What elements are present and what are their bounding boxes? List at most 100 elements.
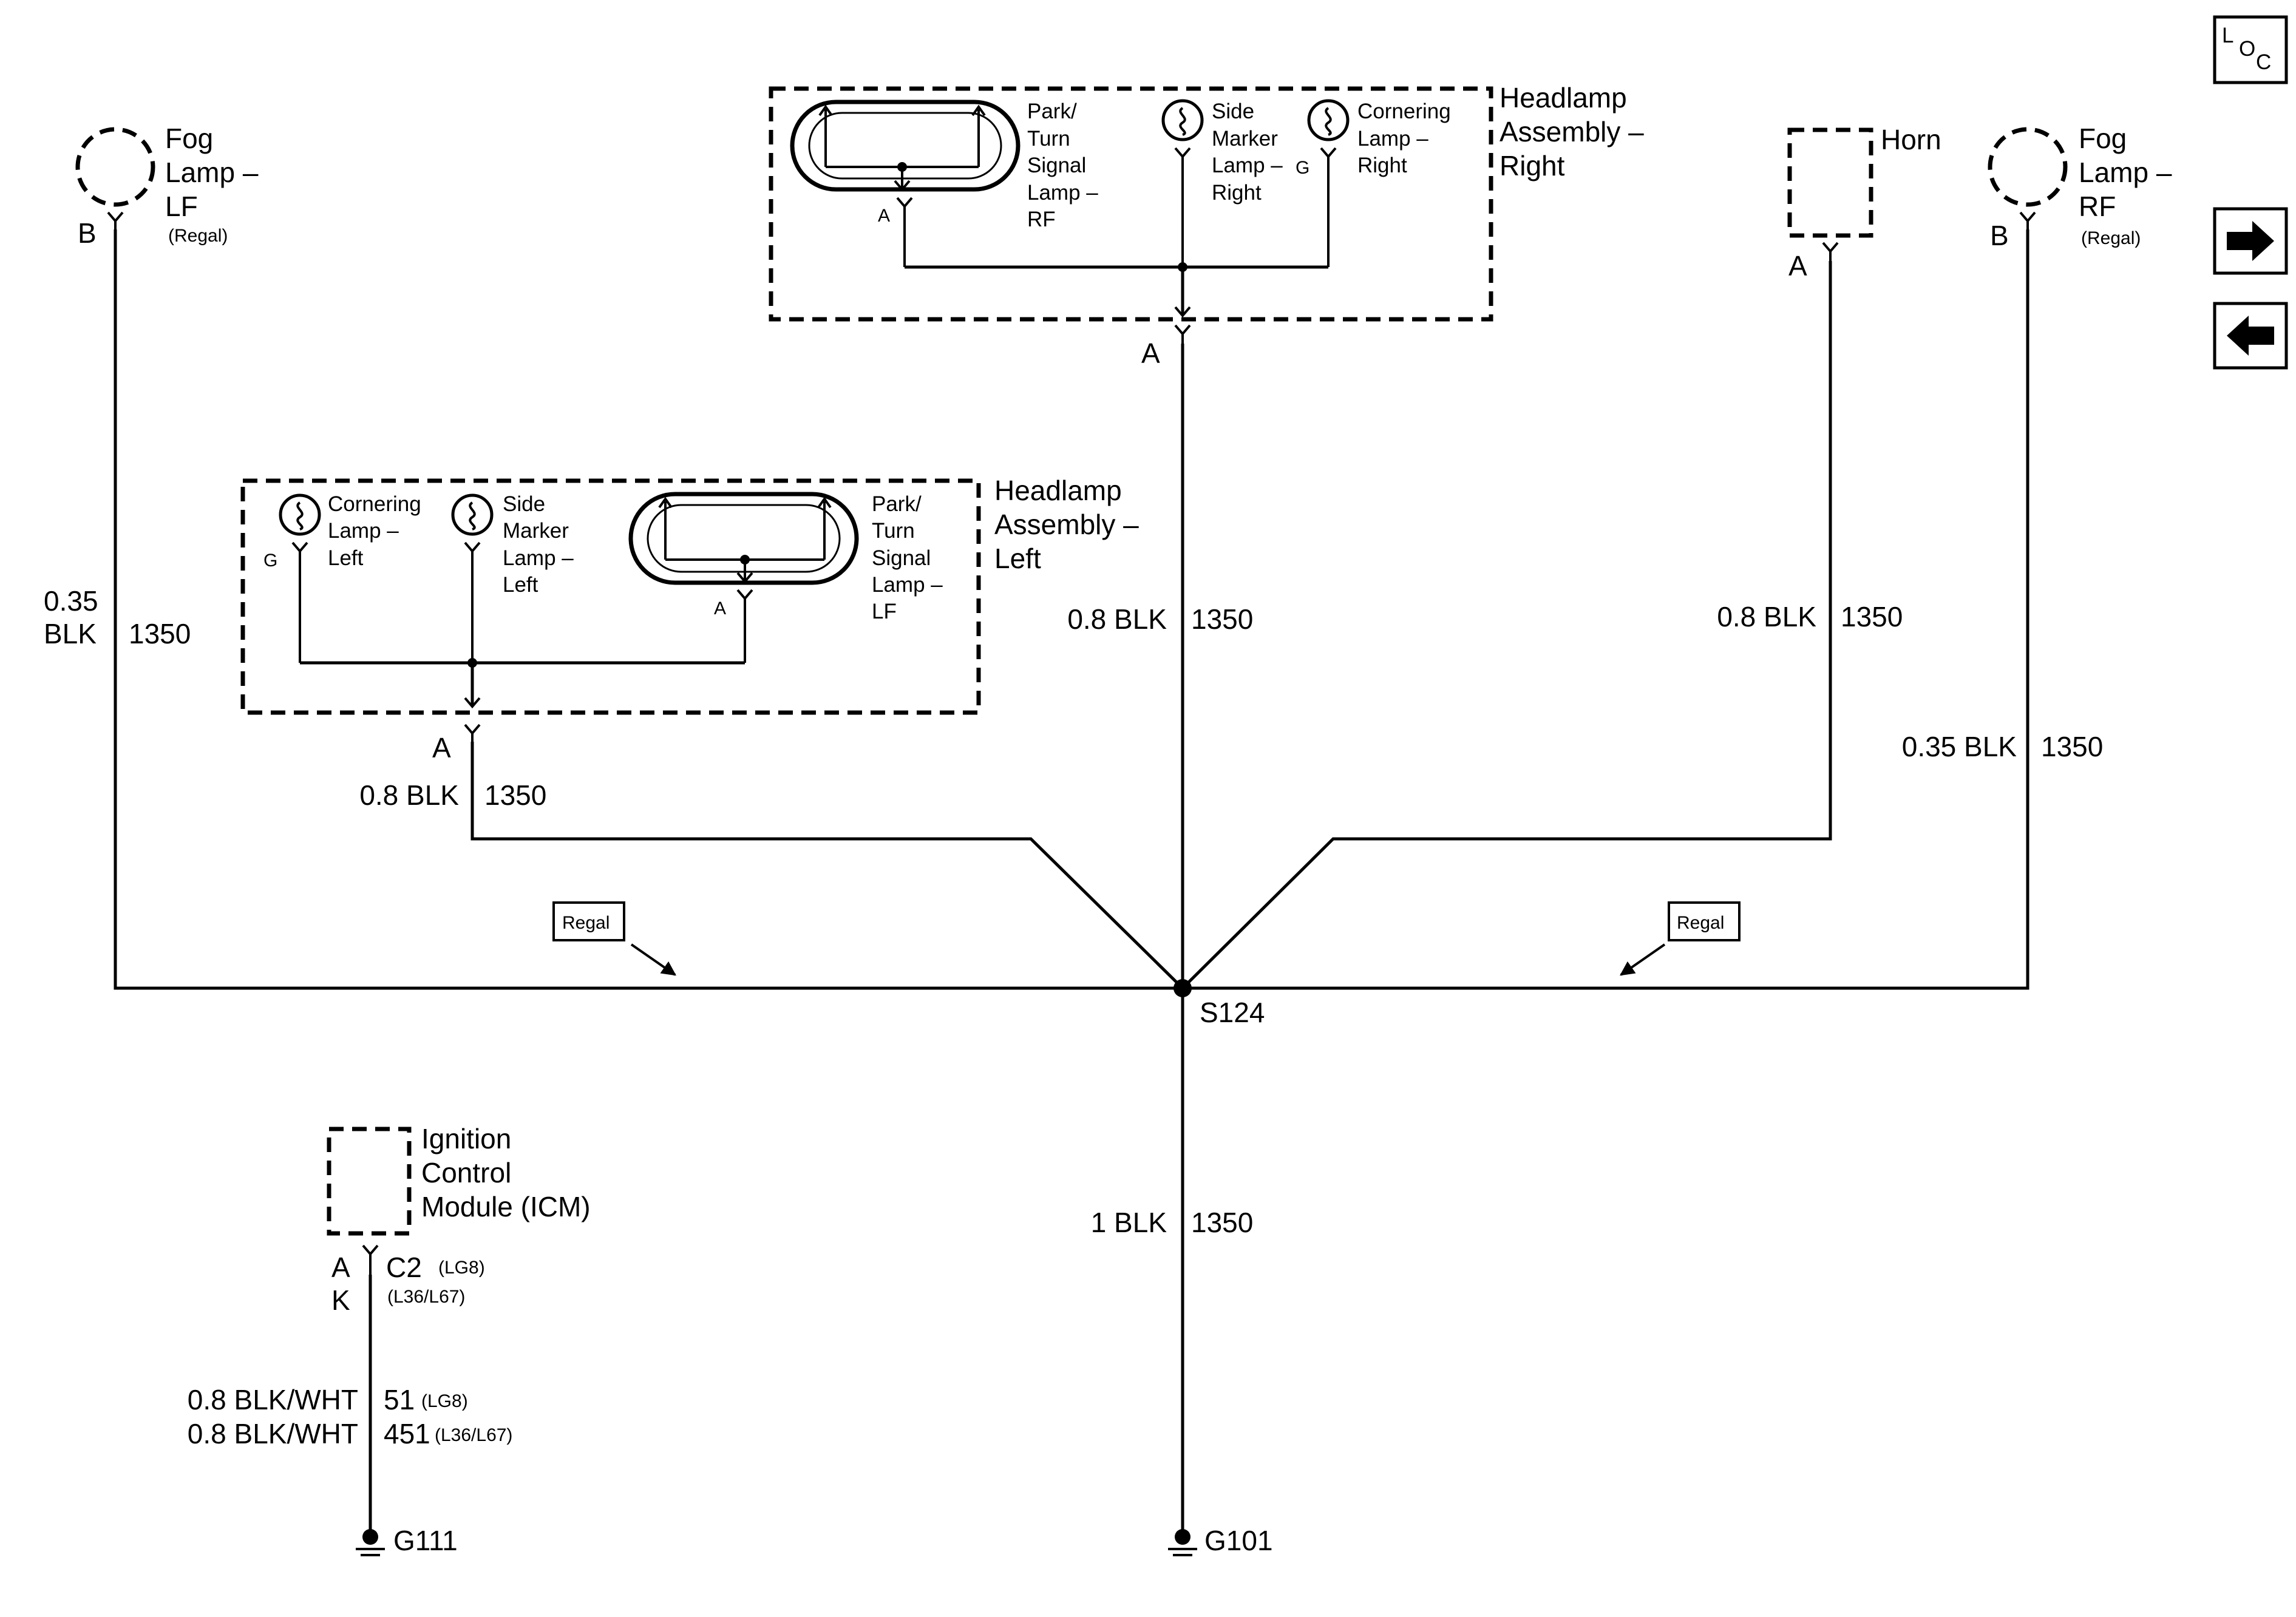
fog-lf-circuit: 1350 — [129, 618, 191, 649]
loc-l: L — [2222, 24, 2233, 47]
ground-g101-label: G101 — [1204, 1525, 1273, 1556]
prev-page-button[interactable] — [2213, 302, 2288, 370]
fog-lf-gauge-1: 0.35 — [44, 585, 98, 617]
hl-left-park-l4: Lamp – — [872, 573, 943, 597]
ground-g101: G101 — [1168, 1525, 1273, 1556]
hl-right-park-l2: Turn — [1027, 127, 1070, 151]
wire-hl-left — [470, 742, 1184, 989]
loc-button[interactable]: L O C — [2213, 15, 2288, 84]
hl-right-side-l3: Lamp – — [1212, 154, 1283, 177]
icm-l36-circuit: 451 — [384, 1418, 430, 1449]
wire-fog-lf — [114, 229, 1181, 990]
ground-gauge: 1 BLK — [1091, 1207, 1167, 1238]
fog-rf-note: (Regal) — [2081, 228, 2141, 248]
icm-lg8-circuit: 51 — [384, 1384, 415, 1415]
icm-lg8-note: (LG8) — [421, 1391, 468, 1411]
option-tag-right-text: Regal — [1677, 913, 1724, 933]
horn-label: Horn — [1881, 124, 1941, 155]
hl-left-side-l1: Side — [503, 492, 545, 516]
hl-left-park-l2: Turn — [872, 519, 915, 543]
hl-left-corner-l3: Left — [328, 546, 364, 570]
next-page-button[interactable] — [2213, 207, 2288, 275]
hl-left-title-2: Assembly – — [994, 509, 1139, 540]
hl-left-park-pin: A — [714, 598, 726, 619]
splice-label: S124 — [1200, 997, 1265, 1028]
fog-rf-circuit: 1350 — [2041, 731, 2103, 762]
hl-left-circuit: 1350 — [484, 779, 546, 811]
hl-left-corner-l1: Cornering — [328, 492, 421, 516]
hl-right-park-l1: Park/ — [1027, 100, 1077, 123]
hl-left-side-l3: Lamp – — [503, 546, 574, 570]
ground-g111: G111 — [356, 1525, 458, 1556]
hl-right-corner-l2: Lamp – — [1357, 127, 1428, 151]
headlamp-assembly-left: G Cornering Lamp – Left Side Marker Lamp… — [240, 475, 1139, 764]
icm-pin-a: A — [331, 1252, 350, 1283]
fog-rf-label-1: Fog — [2079, 123, 2127, 154]
ground-circuit: 1350 — [1191, 1207, 1253, 1238]
hl-left-side-l2: Marker — [503, 519, 569, 543]
icm-label-2: Control — [421, 1157, 511, 1188]
option-tag-left: Regal — [552, 901, 676, 976]
fog-rf-pin: B — [1990, 220, 2009, 251]
option-tag-right: Regal — [1620, 901, 1741, 976]
fog-lf-label-2: Lamp – — [165, 157, 259, 188]
hl-right-side-l2: Marker — [1212, 127, 1278, 151]
fog-rf-gauge: 0.35 BLK — [1902, 731, 2017, 762]
splice-s124: S124 — [1173, 979, 1265, 1028]
hl-right-title-2: Assembly – — [1500, 116, 1644, 147]
hl-right-corner-pin: G — [1296, 158, 1309, 178]
icm-connector-note-2: (L36/L67) — [387, 1287, 465, 1307]
hl-left-side-l4: Left — [503, 573, 538, 597]
icm-connector: C2 — [386, 1252, 422, 1283]
fog-rf-label-2: Lamp – — [2079, 157, 2172, 188]
hl-right-corner-l3: Right — [1357, 154, 1407, 177]
loc-c: C — [2256, 50, 2271, 74]
icm-connector-note-1: (LG8) — [438, 1258, 485, 1278]
hl-right-title-1: Headlamp — [1500, 82, 1627, 114]
option-tag-left-text: Regal — [562, 913, 610, 933]
horn: Horn A — [1787, 124, 1941, 282]
headlamp-assembly-right: A Park/ Turn Signal Lamp – RF Side Marke… — [769, 82, 1644, 369]
horn-gauge: 0.8 BLK — [1717, 601, 1816, 632]
arrow-right-icon — [2227, 221, 2274, 261]
icm-lg8-gauge: 0.8 BLK/WHT — [188, 1384, 358, 1415]
wire-horn — [1181, 261, 1832, 989]
wire-fog-rf — [1184, 229, 2029, 990]
icm-label-1: Ignition — [421, 1123, 511, 1154]
wire-labels: 0.35 BLK 1350 0.8 BLK 1350 0.8 BLK 1350 … — [44, 585, 2103, 1449]
arrow-left-icon — [2227, 316, 2274, 356]
hl-right-park-pin: A — [878, 206, 890, 226]
hl-right-circuit: 1350 — [1191, 603, 1253, 635]
fog-lf-pin: B — [78, 217, 97, 249]
hl-right-park-l5: RF — [1027, 208, 1056, 231]
icm-l36-gauge: 0.8 BLK/WHT — [188, 1418, 358, 1449]
ground-g111-label: G111 — [393, 1525, 458, 1556]
hl-left-title-1: Headlamp — [994, 475, 1122, 506]
horn-circuit: 1350 — [1841, 601, 1903, 632]
hl-left-gauge: 0.8 BLK — [359, 779, 459, 811]
hl-left-corner-l2: Lamp – — [328, 519, 399, 543]
icm-label-3: Module (ICM) — [421, 1191, 591, 1222]
ignition-control-module: Ignition Control Module (ICM) A K C2 (LG… — [327, 1123, 591, 1316]
fog-lf-label-1: Fog — [165, 123, 213, 154]
hl-right-side-l1: Side — [1212, 100, 1254, 123]
hl-left-park-l5: LF — [872, 600, 897, 623]
wiring — [114, 229, 2029, 1530]
hl-right-gauge: 0.8 BLK — [1067, 603, 1167, 635]
hl-left-corner-pin: G — [263, 551, 277, 571]
fog-lamp-lf: Fog Lamp – LF (Regal) B — [75, 123, 259, 249]
fog-lf-gauge-2: BLK — [44, 618, 97, 649]
hl-right-title-3: Right — [1500, 150, 1565, 181]
icm-l36-note: (L36/L67) — [435, 1425, 512, 1445]
hl-right-corner-l1: Cornering — [1357, 100, 1451, 123]
hl-right-park-l3: Signal — [1027, 154, 1086, 177]
icm-pin-k: K — [331, 1284, 350, 1316]
loc-o: O — [2239, 37, 2255, 61]
hl-left-park-l3: Signal — [872, 546, 931, 570]
fog-lf-label-3: LF — [165, 191, 198, 222]
hl-left-pin: A — [432, 732, 451, 764]
hl-right-pin: A — [1141, 337, 1160, 369]
horn-pin: A — [1788, 250, 1807, 282]
fog-lamp-rf: Fog Lamp – RF (Regal) B — [1988, 123, 2172, 251]
